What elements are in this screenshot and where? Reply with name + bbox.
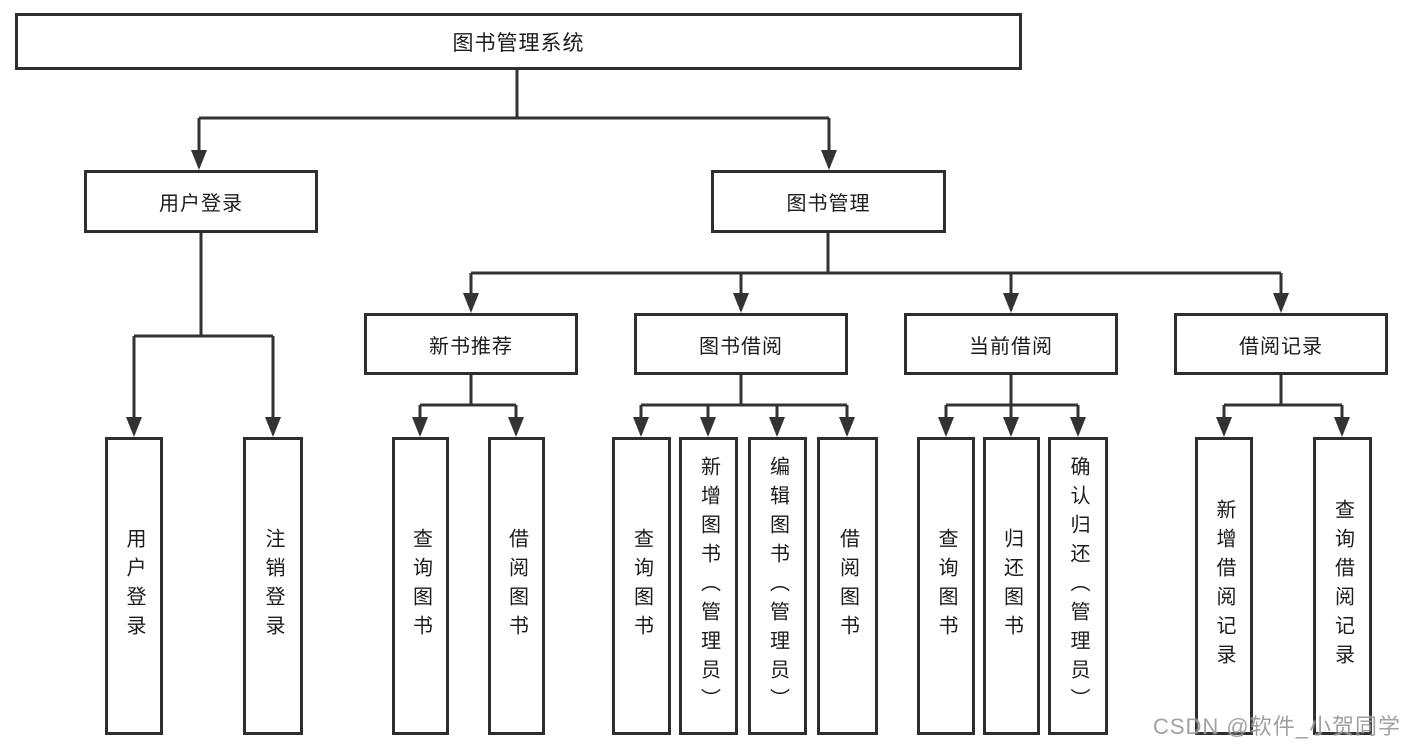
leaf-query-books-2: 查询图书 xyxy=(612,437,671,735)
connector-newbook-to-leaves xyxy=(418,375,518,421)
node-user-login: 用户登录 xyxy=(84,170,318,233)
leaf-query-books-1: 查询图书 xyxy=(392,437,449,735)
leaf-return-books: 归还图书 xyxy=(983,437,1040,735)
connector-bookmgmt-to-level3 xyxy=(469,233,1283,297)
leaf-logout: 注销登录 xyxy=(243,437,303,735)
leaf-query-borrow-record: 查询借阅记录 xyxy=(1313,437,1372,735)
connector-bookborrow-to-leaves xyxy=(639,375,849,421)
connector-root-to-level2 xyxy=(197,70,831,154)
leaf-add-books-admin: 新增图书（管理员） xyxy=(679,437,738,735)
node-book-management: 图书管理 xyxy=(711,170,946,233)
connector-currentborrow-to-leaves xyxy=(944,375,1080,421)
node-library-management-system: 图书管理系统 xyxy=(15,13,1022,70)
leaf-add-borrow-record: 新增借阅记录 xyxy=(1195,437,1253,735)
node-new-book-recommend: 新书推荐 xyxy=(364,313,578,375)
leaf-edit-books-admin: 编辑图书（管理员） xyxy=(748,437,807,735)
leaf-query-books-3: 查询图书 xyxy=(917,437,975,735)
node-borrow-records: 借阅记录 xyxy=(1174,313,1388,375)
leaf-confirm-return-admin: 确认归还（管理员） xyxy=(1048,437,1108,735)
connector-userlogin-to-leaves xyxy=(132,233,275,421)
leaf-borrow-books-2: 借阅图书 xyxy=(817,437,878,735)
leaf-borrow-books-1: 借阅图书 xyxy=(488,437,545,735)
node-book-borrow: 图书借阅 xyxy=(634,313,848,375)
connector-records-to-leaves xyxy=(1222,375,1344,421)
leaf-user-login: 用户登录 xyxy=(105,437,163,735)
arrowheads xyxy=(126,150,1350,437)
node-current-borrow: 当前借阅 xyxy=(904,313,1118,375)
